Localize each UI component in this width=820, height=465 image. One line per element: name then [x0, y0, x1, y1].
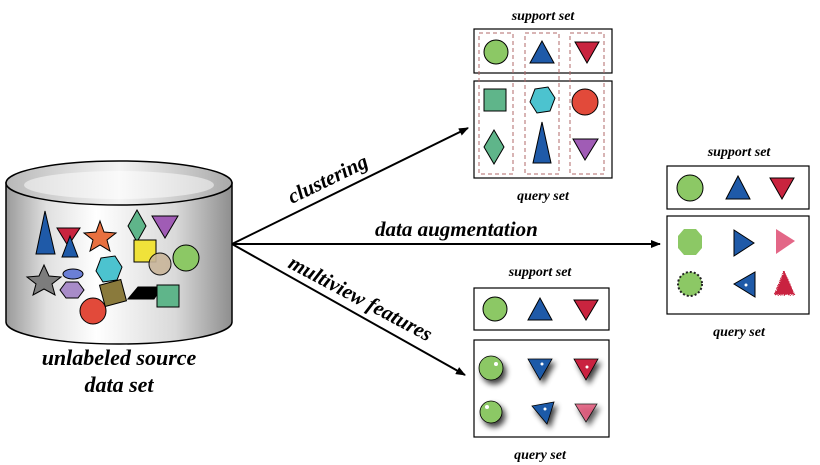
multiview-query-green-circle-1 [478, 355, 504, 381]
blue-ellipse-shape [62, 268, 84, 280]
multiview-arrow-label: multiview features [285, 250, 437, 346]
purple-triangle-shape [151, 215, 179, 239]
blue-triangle-shape [35, 210, 56, 255]
multiview-query-red-triangle-1 [573, 358, 599, 381]
yellow-square-shape [133, 239, 157, 263]
cluster-column-2 [524, 32, 560, 175]
multiview-query-set-label: query set [514, 448, 567, 463]
black-parallelogram-shape [126, 286, 163, 300]
clustering-panel: support set query set [473, 9, 613, 204]
augmentation-query-green-dotted-circle [677, 271, 703, 297]
red-triangle-shape [56, 227, 81, 247]
gray-star-shape [25, 263, 63, 297]
clustering-support-green-circle [483, 39, 509, 65]
clustering-arrow-label: clustering [284, 149, 372, 208]
augmentation-query-set-label: query set [713, 325, 766, 340]
multiview-support-set-label: support set [508, 265, 573, 280]
multiview-panel: support set query set [473, 265, 610, 463]
augmentation-arrow-label: data augmentation [375, 217, 538, 241]
clustering-query-teal-hexagon [529, 86, 556, 114]
augmentation-query-pink-triangle-right [776, 229, 795, 254]
augmentation-query-blue-triangle-dot [744, 283, 748, 287]
multiview-query-blue-triangle-2 [531, 401, 555, 425]
multiview-query-green-circle-2 [479, 400, 503, 424]
multiview-support-red-triangle [573, 299, 599, 321]
augmentation-query-green-octagon [678, 229, 702, 255]
clustering-query-blue-triangle [532, 121, 552, 164]
red-circle-shape [79, 297, 107, 325]
arrows [231, 127, 661, 376]
clustering-query-coral-circle [571, 88, 599, 116]
purple-hexagon-shape [59, 281, 85, 299]
tan-circle-shape [148, 252, 172, 276]
multiview-support-green-circle [482, 296, 508, 322]
clustering-query-green-diamond [483, 129, 505, 165]
multiview-query-blue-triangle-1 [527, 358, 553, 381]
multiview-highlight-2 [540, 362, 544, 366]
clustering-query-sea-green-square [483, 88, 507, 112]
sea-green-square-shape [156, 284, 180, 308]
multiview-highlight-5 [543, 407, 547, 411]
source-label-line1: unlabeled source [42, 345, 197, 370]
teal-hexagon-shape [95, 255, 123, 283]
clustering-support-red-triangle [574, 41, 600, 65]
clustering-query-set-label: query set [517, 189, 570, 204]
augmentation-query-red-rough-triangle [774, 270, 795, 295]
clustering-query-purple-triangle [572, 138, 599, 161]
augmentation-support-red-triangle [769, 177, 795, 201]
multiview-query-red-triangle-2 [574, 403, 598, 423]
source-label-line2: data set [84, 372, 154, 397]
clustering-support-set-label: support set [511, 9, 576, 24]
augmentation-panel: support set query set [666, 145, 810, 340]
orange-star-shape [82, 219, 118, 253]
blue-triangle-small-shape [61, 234, 79, 258]
multiview-support-blue-triangle [527, 296, 553, 321]
olive-square-shape [98, 278, 128, 308]
source-shapes [25, 208, 200, 325]
multiview-highlight-3 [585, 365, 589, 369]
multiview-arrow [231, 243, 466, 376]
augmentation-query-blue-triangle-left [733, 271, 756, 298]
augmentation-support-green-circle [676, 174, 704, 202]
multiview-highlight-4 [485, 405, 489, 409]
multiview-highlight-1 [494, 362, 498, 366]
augmentation-support-set-label: support set [707, 145, 772, 160]
clustering-support-blue-triangle [529, 39, 555, 64]
augmentation-support-blue-triangle [725, 174, 751, 200]
augmentation-query-blue-triangle-right [733, 229, 755, 257]
green-circle-shape [172, 244, 200, 272]
cluster-column-3 [569, 32, 605, 175]
clustering-arrow [231, 127, 469, 245]
cluster-column-1 [478, 32, 514, 175]
cluster-columns [478, 32, 605, 175]
